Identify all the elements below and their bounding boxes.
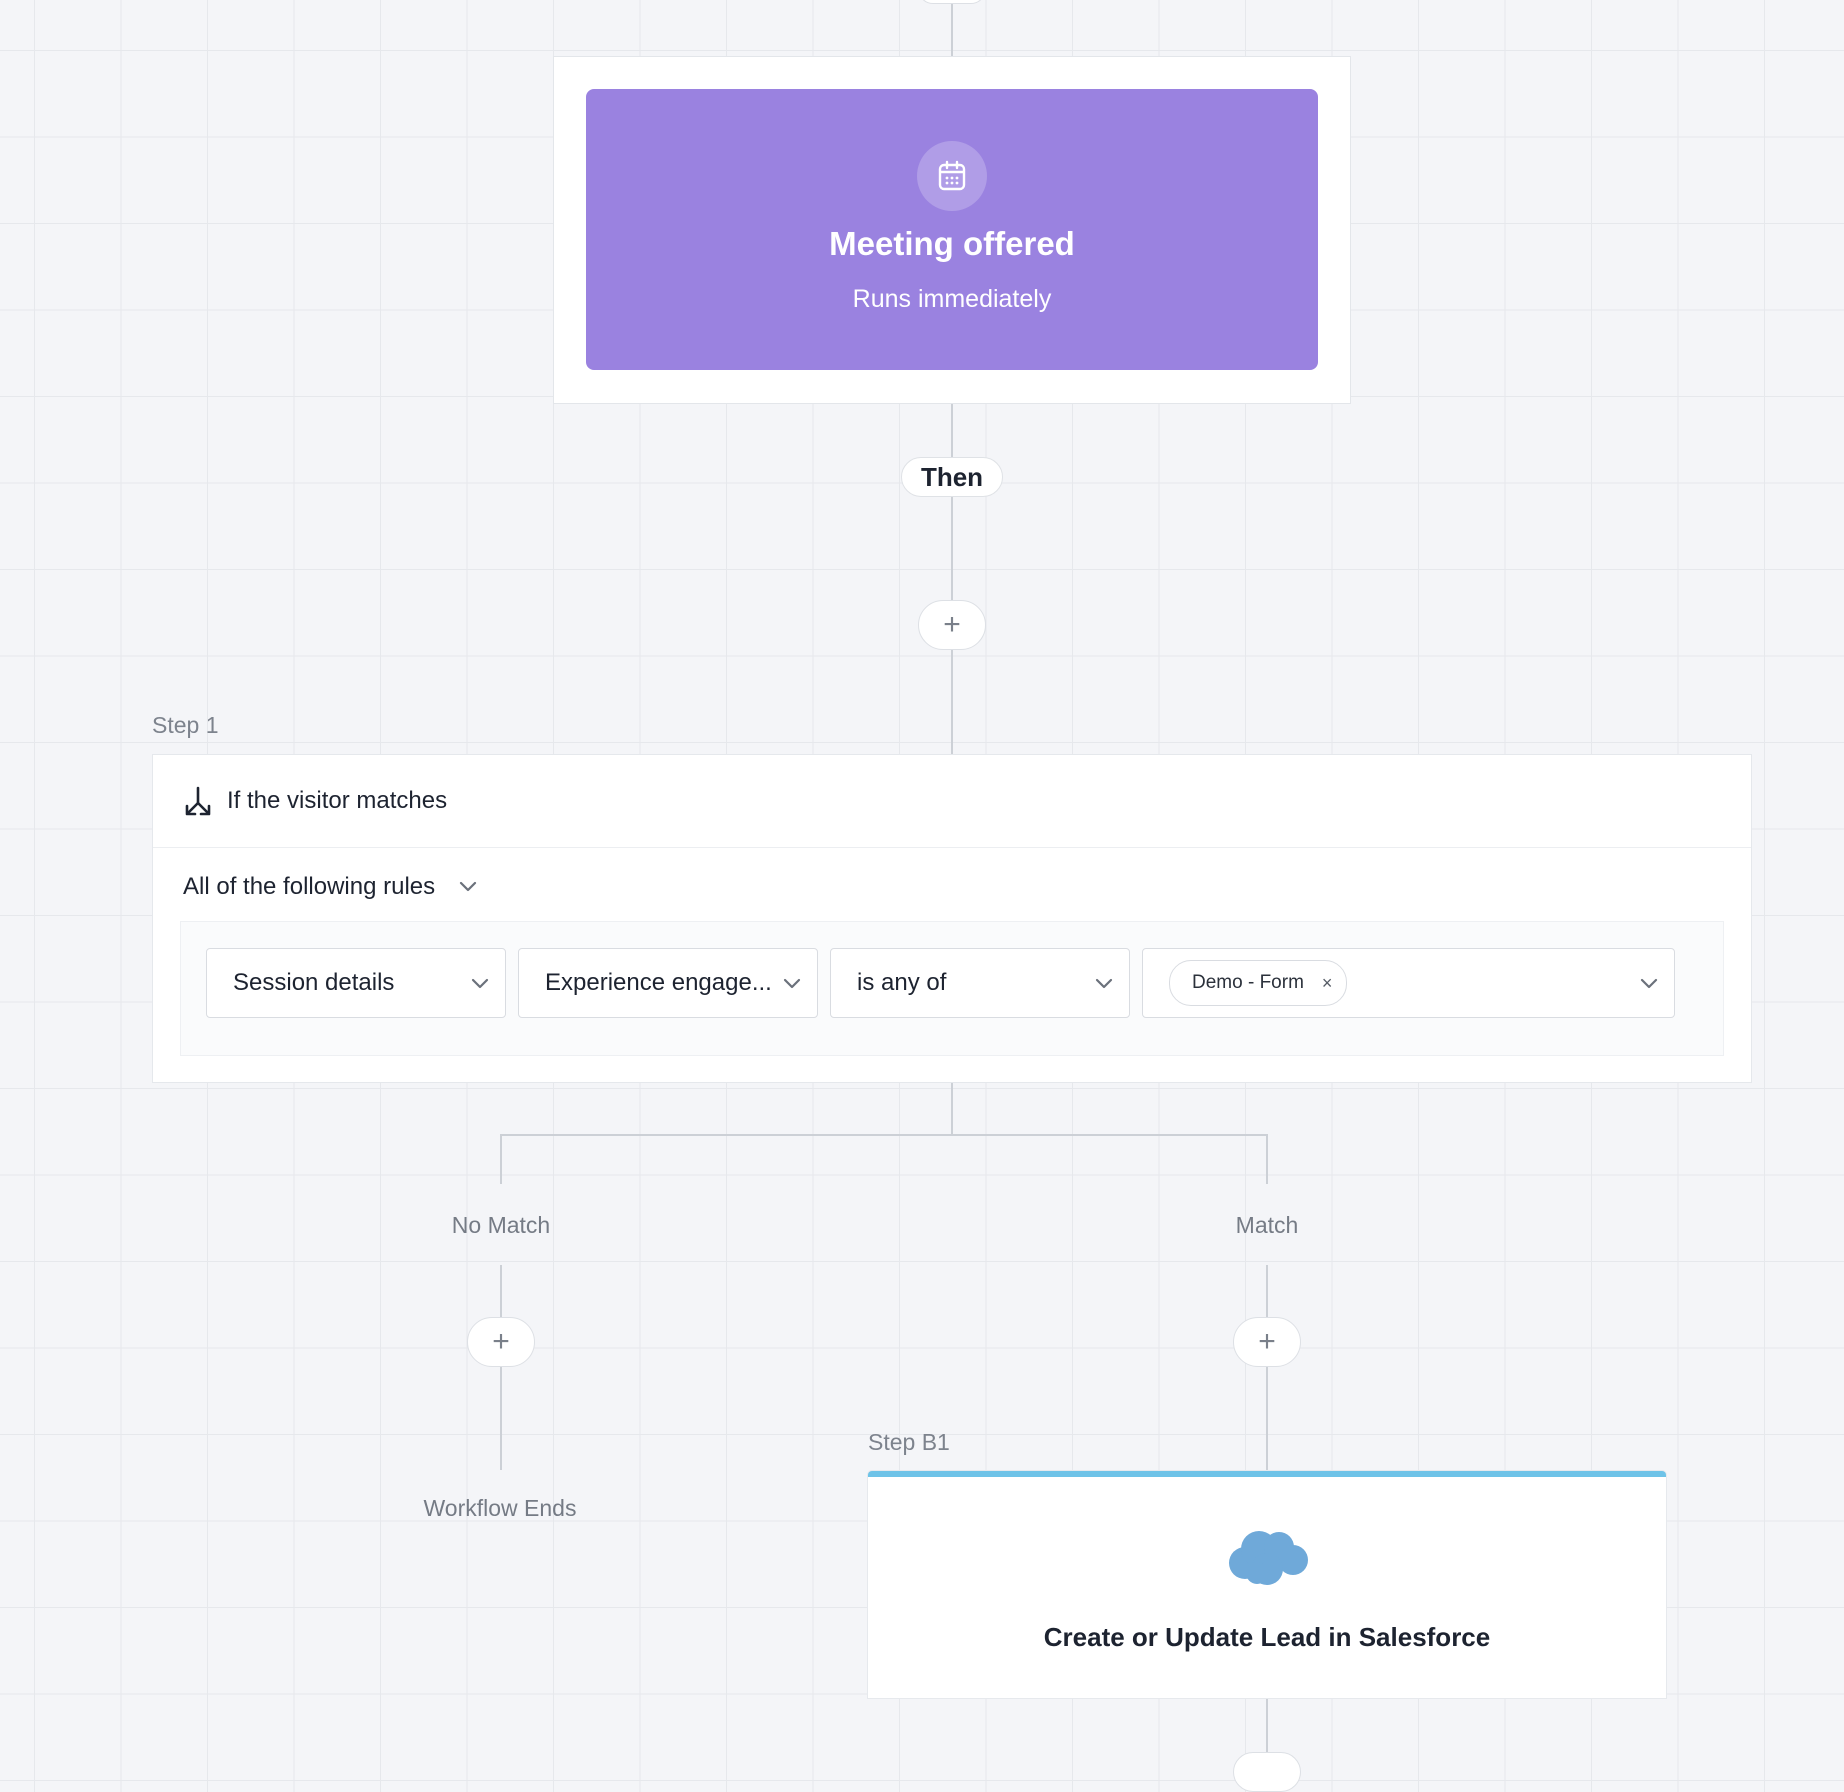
connector-split-right	[1266, 1134, 1268, 1184]
step-1-card[interactable]: If the visitor matches All of the follow…	[152, 754, 1752, 1083]
add-step-button[interactable]: +	[918, 600, 986, 650]
connector-split-left	[500, 1134, 502, 1184]
connector-trigger-then	[951, 404, 953, 457]
rules-mode-label: All of the following rules	[183, 873, 436, 900]
value-chip: Demo - Form ×	[1169, 960, 1348, 1006]
chevron-down-icon	[1640, 978, 1658, 989]
chevron-down-icon	[460, 881, 477, 892]
rule-operator-select[interactable]: is any of	[830, 948, 1130, 1018]
step-1-title: If the visitor matches	[227, 787, 448, 814]
branch-label-match: Match	[1235, 1212, 1299, 1238]
step-1-label: Step 1	[152, 712, 219, 738]
step-1-header: If the visitor matches	[153, 755, 1751, 848]
branch-label-no-match: No Match	[451, 1212, 551, 1238]
connector-b1-next	[1266, 1698, 1268, 1758]
trigger-title: Meeting offered	[829, 225, 1075, 262]
rule-values-select[interactable]: Demo - Form ×	[1142, 948, 1675, 1018]
rule-row: Session details Experience engage... is …	[180, 921, 1724, 1056]
add-step-button-match[interactable]: +	[1233, 1317, 1301, 1367]
rule-category-value: Session details	[233, 969, 395, 996]
then-connector-label: Then	[901, 457, 1003, 497]
connector-match-add	[1266, 1265, 1268, 1317]
chevron-down-icon	[471, 978, 489, 989]
branch-arrows-icon	[185, 786, 211, 816]
chevron-down-icon	[783, 978, 801, 989]
connector-split-horizontal	[500, 1134, 1268, 1136]
step-b1-title: Create or Update Lead in Salesforce	[1043, 1622, 1491, 1652]
connector-nomatch-add	[500, 1265, 502, 1317]
rules-mode-dropdown[interactable]: All of the following rules	[183, 873, 477, 901]
add-step-button-bottom-partial[interactable]	[1233, 1752, 1301, 1792]
connector-top	[951, 0, 953, 56]
connector-add-step1	[951, 650, 953, 754]
connector-then-add	[951, 497, 953, 625]
step-b1-card[interactable]: Create or Update Lead in Salesforce	[868, 1471, 1666, 1698]
rule-operator-value: is any of	[857, 969, 947, 996]
rule-category-select[interactable]: Session details	[206, 948, 506, 1018]
calendar-icon	[917, 141, 987, 211]
value-chip-label: Demo - Form	[1192, 972, 1304, 993]
trigger-subtitle: Runs immediately	[852, 285, 1052, 313]
trigger-card[interactable]: Meeting offered Runs immediately	[586, 89, 1318, 370]
workflow-ends-label: Workflow Ends	[423, 1495, 577, 1521]
rule-field-select[interactable]: Experience engage...	[518, 948, 818, 1018]
rule-field-value: Experience engage...	[545, 969, 772, 996]
add-step-button-no-match[interactable]: +	[467, 1317, 535, 1367]
add-step-button-top-partial[interactable]	[918, 0, 986, 4]
remove-value-icon[interactable]: ×	[1321, 972, 1333, 993]
chevron-down-icon	[1095, 978, 1113, 989]
connector-nomatch-end	[500, 1367, 502, 1470]
step-b1-label: Step B1	[868, 1429, 950, 1455]
salesforce-cloud-icon	[1229, 1531, 1308, 1585]
connector-step1-split	[951, 1083, 953, 1135]
connector-match-b1	[1266, 1367, 1268, 1471]
